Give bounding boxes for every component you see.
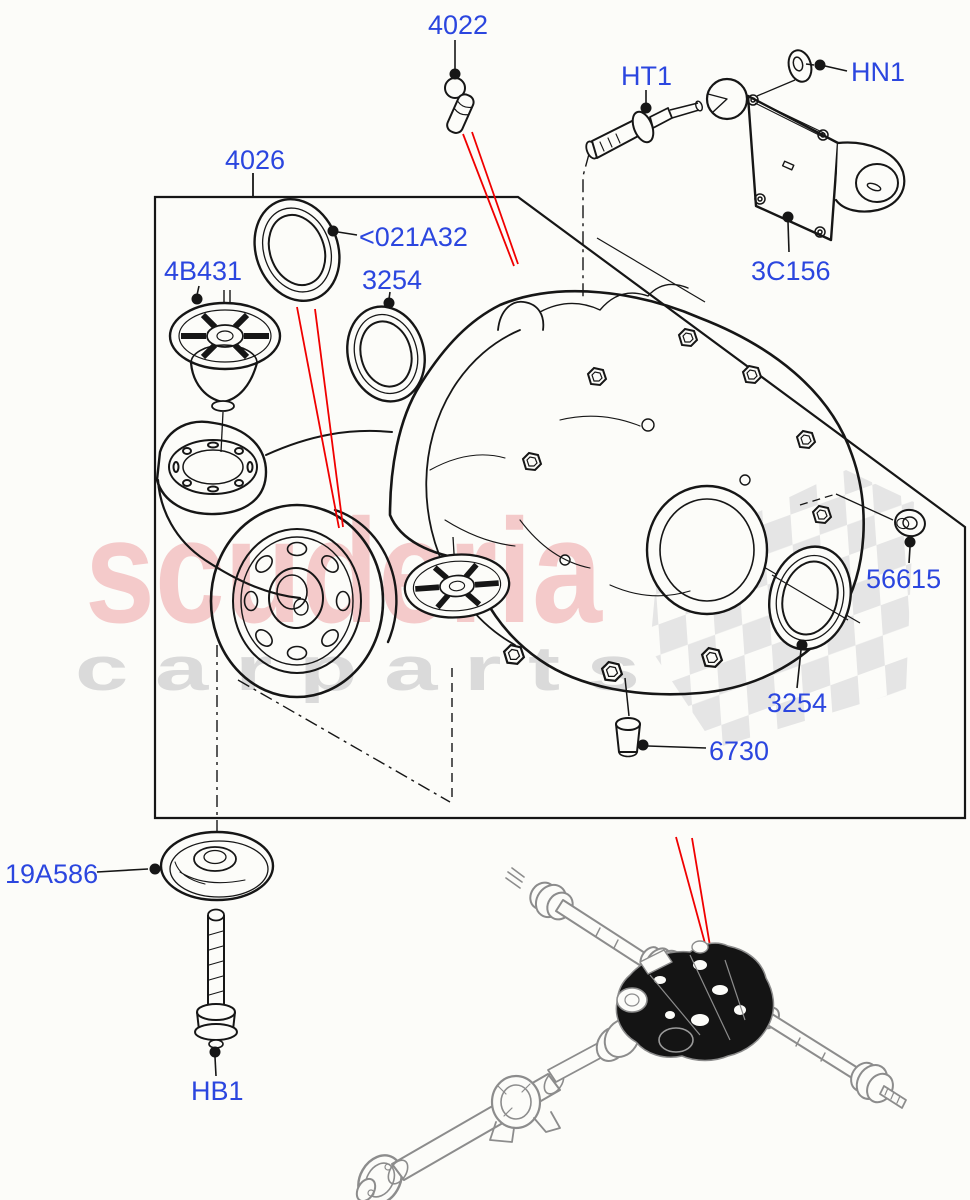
- part-label-56615: 56615: [866, 564, 941, 594]
- part-label-4b431: 4B431: [164, 256, 242, 286]
- part-label-hb1: HB1: [191, 1076, 244, 1106]
- differential-housing-drawing: [155, 283, 865, 717]
- part-label-021a32: <021A32: [359, 222, 468, 252]
- axis-lines: [216, 153, 894, 838]
- part-label-6730: 6730: [709, 736, 769, 766]
- differential-centre: [615, 940, 775, 1062]
- axle-assembly-illustration: [355, 867, 907, 1200]
- seal-drawing-3254-side: [768, 545, 852, 651]
- part-label-3c156: 3C156: [751, 256, 831, 286]
- red-callout-lines: [296, 131, 713, 959]
- part-label-4026: 4026: [225, 145, 285, 175]
- part-label-19a586: 19A586: [5, 859, 98, 889]
- nut-drawing-hn1: [756, 49, 813, 97]
- seal-drawing-3254-top: [346, 305, 426, 403]
- breather-pipe-drawing-4022: [444, 77, 475, 134]
- part-label-hn1: HN1: [851, 57, 905, 87]
- shaft-drawing-ht1: [585, 100, 703, 160]
- part-label-4022: 4022: [428, 10, 488, 40]
- watermark-text-primary: scuderia: [85, 489, 603, 654]
- seal-drawing-021a32: [253, 197, 341, 303]
- part-labels: 4022 HT1 HN1 4026 <021A32 4B431 3254 3C1…: [5, 10, 941, 1106]
- actuator-drawing-3c156: [705, 77, 906, 242]
- part-label-ht1: HT1: [621, 61, 672, 91]
- mount-drawing-upper: [403, 536, 512, 621]
- assembly-box-4026: [153, 173, 967, 820]
- mount-drawing-4b431: [170, 290, 280, 453]
- part-label-3254-top: 3254: [362, 265, 422, 295]
- leader-lines: [96, 40, 916, 1077]
- pinion-damper-pulley-drawing: [209, 503, 398, 699]
- propshaft: [355, 1018, 657, 1200]
- drain-plug-drawing-6730: [615, 717, 641, 758]
- part-label-3254-side: 3254: [767, 688, 827, 718]
- bolt-drawing-hb1: [194, 908, 238, 1049]
- washer-drawing-19a586: [159, 830, 275, 902]
- bush-drawing-56615: [894, 508, 926, 538]
